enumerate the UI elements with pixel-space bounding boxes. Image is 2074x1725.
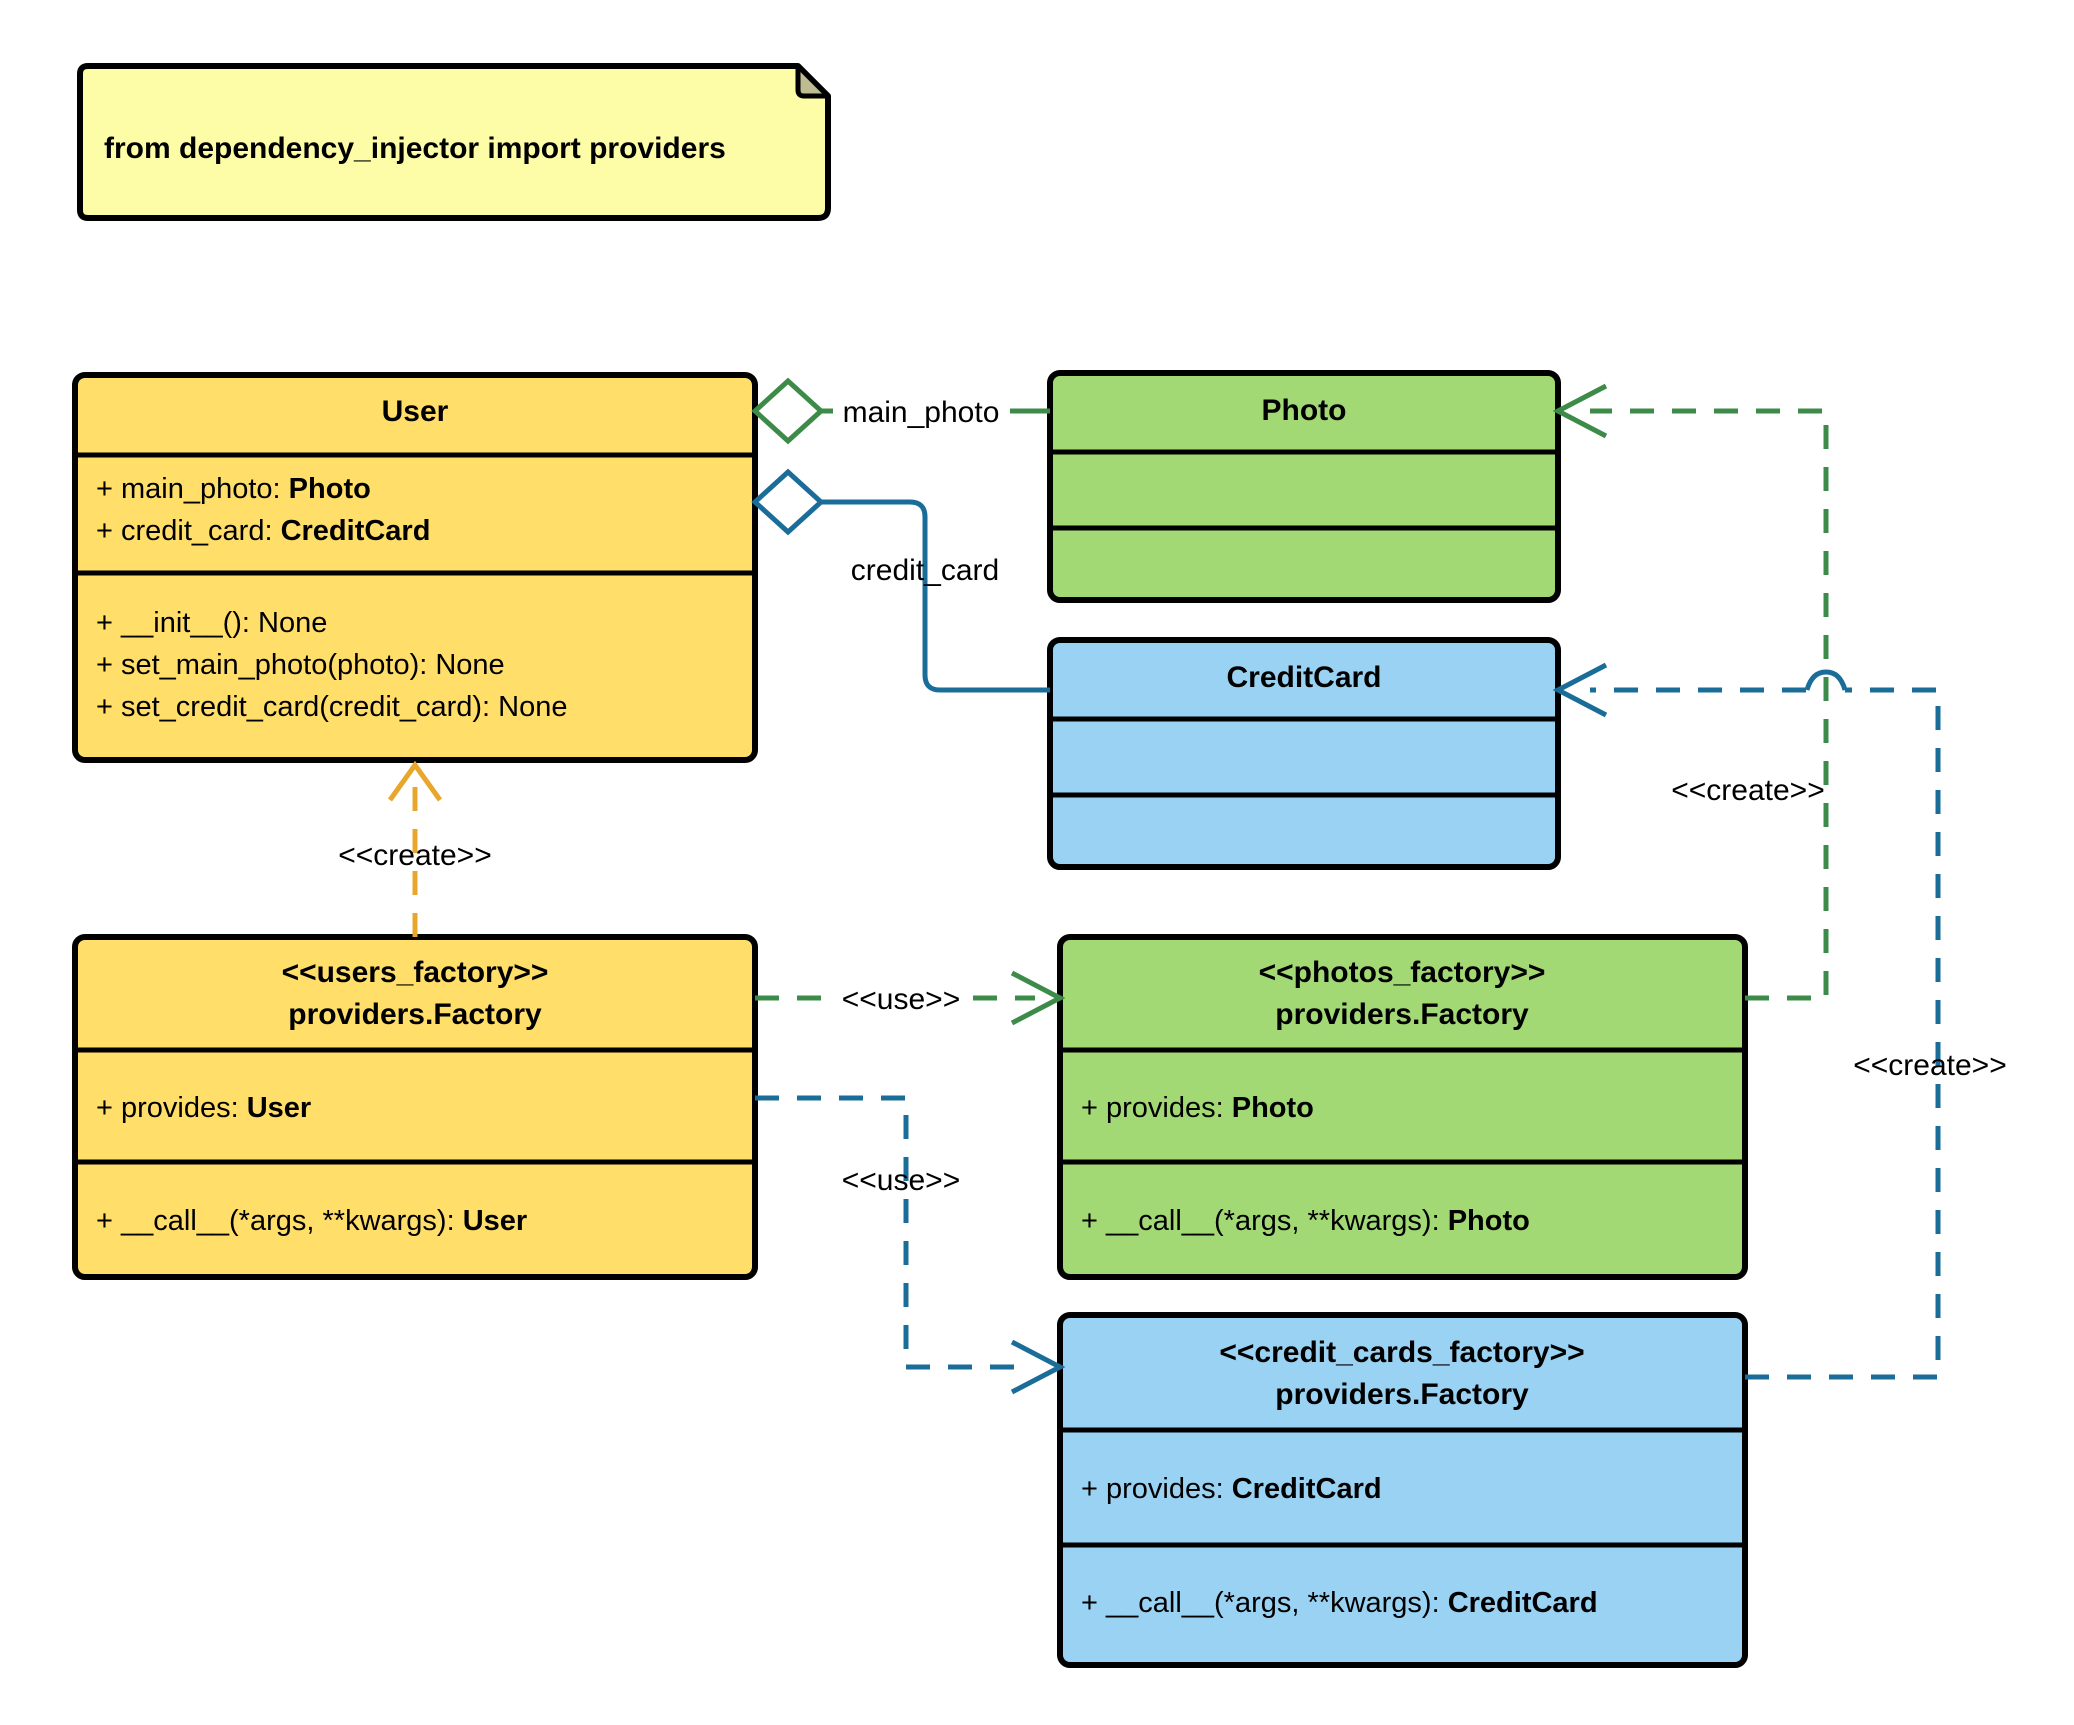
note-fold-icon (795, 63, 831, 99)
credit-cards-factory-kind: providers.Factory (1275, 1378, 1529, 1411)
create-photo-label: <<create>> (1671, 774, 1824, 807)
user-method-3: + set_credit_card(credit_card): None (96, 691, 567, 723)
creditcard-title: CreditCard (1226, 661, 1381, 694)
credit-card-label: credit_card (851, 554, 999, 587)
create-creditcard-line-right (1745, 687, 1941, 1380)
credit-cards-factory-stereotype: <<credit_cards_factory>> (1219, 1336, 1584, 1369)
photo-box (1047, 370, 1561, 603)
use-credit-cards-line (755, 1095, 1018, 1370)
edge-credit-card[interactable]: credit_card (751, 468, 1050, 693)
user-attribute-2: + credit_card: CreditCard (96, 515, 430, 547)
users-factory-method: + __call__(*args, **kwargs): User (96, 1205, 527, 1237)
edge-main-photo[interactable]: main_photo (751, 377, 1050, 445)
class-creditcard[interactable]: CreditCard (1047, 637, 1561, 870)
main-photo-label: main_photo (843, 396, 1000, 429)
creditcard-box (1047, 637, 1561, 870)
credit-cards-factory-attribute: + provides: CreditCard (1081, 1473, 1382, 1505)
use-photos-label: <<use>> (842, 983, 960, 1016)
edge-create-creditcard[interactable]: <<create>> (1552, 662, 2007, 1380)
photos-factory-attribute: + provides: Photo (1081, 1092, 1314, 1124)
users-factory-stereotype: <<users_factory>> (282, 956, 549, 989)
create-creditcard-arrowhead (1552, 662, 1608, 718)
note-body (77, 63, 831, 221)
photos-factory-method: + __call__(*args, **kwargs): Photo (1081, 1205, 1530, 1237)
user-title: User (382, 395, 449, 428)
class-users-factory[interactable]: <<users_factory>> providers.Factory + pr… (72, 934, 758, 1280)
user-box (72, 372, 758, 763)
photos-factory-kind: providers.Factory (1275, 998, 1529, 1031)
users-factory-kind: providers.Factory (288, 998, 542, 1031)
edge-use-credit-cards-factory[interactable]: <<use>> (755, 1095, 1066, 1395)
class-credit-cards-factory[interactable]: <<credit_cards_factory>> providers.Facto… (1057, 1312, 1748, 1668)
photos-factory-stereotype: <<photos_factory>> (1259, 956, 1546, 989)
class-user[interactable]: User + main_photo: Photo + credit_card: … (72, 372, 758, 763)
credit-cards-factory-method: + __call__(*args, **kwargs): CreditCard (1081, 1587, 1598, 1619)
photos-factory-box (1057, 934, 1748, 1280)
note-text: from dependency_injector import provider… (104, 132, 726, 165)
credit-cards-factory-box (1057, 1312, 1748, 1668)
photo-title: Photo (1262, 394, 1347, 427)
create-creditcard-line-hop (1804, 669, 1848, 691)
create-user-label: <<create>> (338, 839, 491, 872)
user-attribute-1: + main_photo: Photo (96, 473, 371, 505)
users-factory-attribute: + provides: User (96, 1092, 311, 1124)
create-creditcard-label: <<create>> (1853, 1049, 2006, 1082)
class-photo[interactable]: Photo (1047, 370, 1561, 603)
class-photos-factory[interactable]: <<photos_factory>> providers.Factory + p… (1057, 934, 1748, 1280)
create-user-arrowhead (387, 760, 443, 802)
create-photo-arrowhead (1552, 383, 1608, 439)
credit-card-aggregation-diamond (751, 468, 825, 536)
edge-create-user[interactable]: <<create>> (338, 760, 492, 937)
import-note: from dependency_injector import provider… (77, 63, 831, 221)
user-method-1: + __init__(): None (96, 607, 327, 639)
edge-create-photo[interactable]: <<create>> (1552, 383, 1829, 1001)
user-method-2: + set_main_photo(photo): None (96, 649, 505, 681)
use-credit-cards-arrowhead (1010, 1339, 1066, 1395)
edge-use-photos-factory[interactable]: <<use>> (755, 970, 1066, 1026)
use-credit-cards-label: <<use>> (842, 1164, 960, 1197)
use-photos-arrowhead (1010, 970, 1066, 1026)
credit-card-line (821, 499, 1050, 693)
create-photo-line (1590, 408, 1829, 1001)
main-photo-aggregation-diamond (751, 377, 825, 445)
